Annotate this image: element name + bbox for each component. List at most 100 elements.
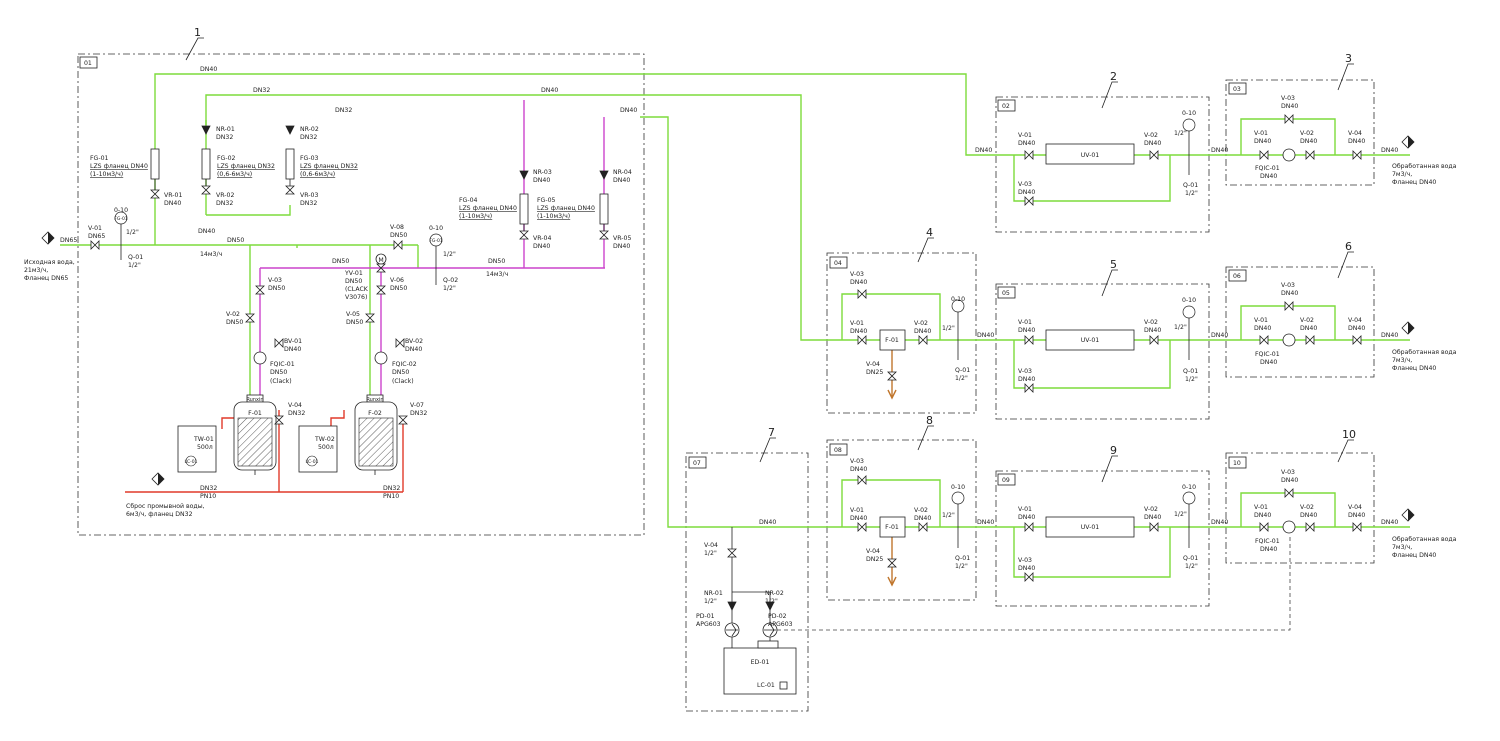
check-valve-7 xyxy=(285,125,295,135)
svg-text:DN50: DN50 xyxy=(390,285,407,292)
svg-text:DN40: DN40 xyxy=(1018,376,1035,383)
valve-31 xyxy=(1024,335,1034,345)
valve-43 xyxy=(857,475,867,485)
svg-text:DN32: DN32 xyxy=(288,410,305,417)
leader-num-2: 2 xyxy=(1110,70,1117,83)
svg-text:DN40: DN40 xyxy=(1018,565,1035,572)
svg-text:7м3/ч,: 7м3/ч, xyxy=(1392,171,1412,178)
valve-4 xyxy=(519,230,529,240)
valve-24 xyxy=(1305,150,1315,160)
valve-1 xyxy=(150,189,160,199)
svg-text:F-01: F-01 xyxy=(885,524,899,531)
svg-text:V-03: V-03 xyxy=(1018,181,1032,188)
area-10-frame xyxy=(1225,452,1375,564)
svg-text:1/2": 1/2" xyxy=(1174,511,1187,518)
svg-text:TW-01: TW-01 xyxy=(193,436,214,443)
svg-text:(1-10м3/ч): (1-10м3/ч) xyxy=(537,213,570,220)
check-valve-6 xyxy=(201,125,211,135)
svg-text:V-01: V-01 xyxy=(1018,506,1032,513)
area-codes: 01 02 03 04 05 06 07 08 09 10 xyxy=(79,56,1247,486)
svg-text:DN50: DN50 xyxy=(268,285,285,292)
svg-text:DN32: DN32 xyxy=(410,410,427,417)
svg-text:V-01: V-01 xyxy=(1018,319,1032,326)
svg-text:F-02: F-02 xyxy=(368,410,382,417)
flowmeter-fg02 xyxy=(201,148,211,180)
svg-text:TW-02: TW-02 xyxy=(314,436,335,443)
svg-text:14м3/ч: 14м3/ч xyxy=(486,271,509,278)
svg-text:DN50: DN50 xyxy=(346,319,363,326)
svg-text:V-03: V-03 xyxy=(850,458,864,465)
svg-text:DN40: DN40 xyxy=(1018,514,1035,521)
flange-markers xyxy=(41,135,1415,522)
svg-text:DN50: DN50 xyxy=(345,278,362,285)
svg-text:DN40: DN40 xyxy=(405,346,422,353)
area-05-frame xyxy=(995,283,1210,420)
area-09-frame xyxy=(995,470,1210,607)
svg-text:DN40: DN40 xyxy=(613,243,630,250)
tank-tw01 xyxy=(177,425,217,473)
svg-text:V-04: V-04 xyxy=(704,542,718,549)
svg-text:DN40: DN40 xyxy=(977,332,994,339)
svg-text:V-01: V-01 xyxy=(850,507,864,514)
svg-text:FG-01: FG-01 xyxy=(90,155,109,162)
svg-text:LC-01: LC-01 xyxy=(185,459,198,465)
svg-text:DN40: DN40 xyxy=(850,466,867,473)
svg-text:DN40: DN40 xyxy=(620,107,637,114)
area-code-10: 10 xyxy=(1233,460,1241,467)
valve-46 xyxy=(1149,522,1159,532)
area-code-01: 01 xyxy=(84,60,92,67)
leader-num-9: 9 xyxy=(1110,444,1117,457)
valve-29 xyxy=(857,289,867,299)
svg-text:FG-04: FG-04 xyxy=(459,197,478,204)
uv-units xyxy=(1045,143,1135,538)
flowmeters xyxy=(150,148,609,235)
svg-text:(0,6-6м3/ч): (0,6-6м3/ч) xyxy=(217,171,252,178)
svg-text:DN40: DN40 xyxy=(533,177,550,184)
svg-text:V-04: V-04 xyxy=(866,361,880,368)
svg-text:Q-01: Q-01 xyxy=(1183,368,1198,375)
svg-text:PN10: PN10 xyxy=(200,493,216,500)
svg-text:UV-01: UV-01 xyxy=(1081,152,1100,159)
svg-text:DN40: DN40 xyxy=(1300,512,1317,519)
svg-text:DN40: DN40 xyxy=(1281,290,1298,297)
valve-42 xyxy=(918,522,928,532)
check-valve-9 xyxy=(599,170,609,180)
svg-text:F-01: F-01 xyxy=(885,337,899,344)
svg-text:DN40: DN40 xyxy=(1144,327,1161,334)
svg-text:V-02: V-02 xyxy=(1144,319,1158,326)
svg-text:LZS фланец DN32: LZS фланец DN32 xyxy=(217,163,275,170)
svg-text:DN40: DN40 xyxy=(1144,514,1161,521)
area-02-frame xyxy=(995,96,1210,233)
svg-text:Q-01: Q-01 xyxy=(955,555,970,562)
svg-text:Q-01: Q-01 xyxy=(1183,182,1198,189)
tank-tw02 xyxy=(298,425,338,473)
svg-text:DN40: DN40 xyxy=(1381,332,1398,339)
svg-text:1/2": 1/2" xyxy=(128,262,141,269)
svg-text:V-03: V-03 xyxy=(1281,282,1295,289)
valve-16 xyxy=(274,415,284,425)
leader-num-6: 6 xyxy=(1345,240,1352,253)
svg-text:DN40: DN40 xyxy=(1018,189,1035,196)
valve-27 xyxy=(857,335,867,345)
flowmeter-fg03 xyxy=(285,148,295,180)
svg-text:DN50: DN50 xyxy=(227,237,244,244)
valve-49 xyxy=(1305,522,1315,532)
svg-text:V-01: V-01 xyxy=(88,225,102,232)
svg-text:V-02: V-02 xyxy=(1300,504,1314,511)
svg-text:V-03: V-03 xyxy=(1281,469,1295,476)
svg-text:V-02: V-02 xyxy=(914,320,928,327)
svg-text:YV-01: YV-01 xyxy=(344,270,363,277)
area-08-frame xyxy=(826,439,977,601)
svg-text:1/2": 1/2" xyxy=(942,512,955,519)
svg-text:APG603: APG603 xyxy=(768,621,793,628)
valve-10 xyxy=(393,240,403,250)
svg-text:V-02: V-02 xyxy=(226,311,240,318)
svg-text:DN40: DN40 xyxy=(850,328,867,335)
svg-text:BV-01: BV-01 xyxy=(284,338,302,345)
leader-num-1: 1 xyxy=(194,26,201,39)
svg-text:V-01: V-01 xyxy=(1254,130,1268,137)
svg-text:PN10: PN10 xyxy=(383,493,399,500)
svg-text:14м3/ч: 14м3/ч xyxy=(200,251,223,258)
svg-text:Фланец DN40: Фланец DN40 xyxy=(1392,365,1436,372)
svg-text:DN40: DN40 xyxy=(1254,512,1271,519)
